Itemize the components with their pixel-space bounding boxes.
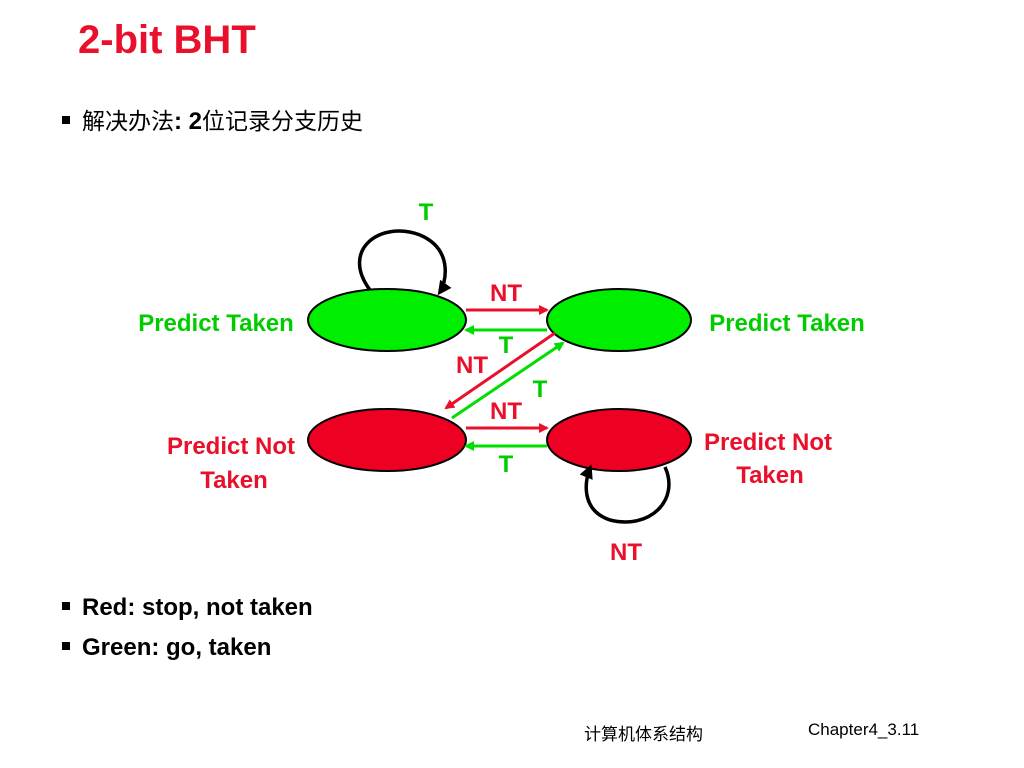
label-bottom-nt: NT [490, 398, 522, 425]
bullet-solution-text-a: 解决办法 [82, 109, 174, 135]
bullet-square-icon [62, 115, 70, 124]
state-weak-not-taken [307, 408, 467, 472]
label-diag-nt: NT [456, 352, 488, 379]
bullet-solution-text-b: 位记录分支历史 [202, 109, 364, 135]
label-bottom-t: T [499, 451, 514, 478]
label-diag-t: T [533, 376, 548, 403]
state-label-strong-not-taken-line2: Taken [736, 462, 804, 489]
bullet-square-icon [62, 641, 70, 650]
bullet-green-meaning: Green: go, taken [62, 634, 271, 662]
footer-slide-number: Chapter4_3.11 [808, 720, 920, 739]
bullet-square-icon [62, 601, 70, 610]
state-strong-not-taken [546, 408, 692, 472]
bullet-green-text: Green: go, taken [82, 634, 272, 661]
bullet-red-meaning: Red: stop, not taken [62, 594, 313, 622]
state-label-strong-not-taken-line1: Predict Not [704, 429, 832, 456]
label-bottom-loop: NT [610, 539, 642, 566]
state-weak-taken [546, 288, 692, 352]
footer-course: 计算机体系结构 [584, 725, 703, 744]
state-label-weak-not-taken-line2: Taken [200, 467, 268, 494]
state-label-strong-taken: Predict Taken [138, 310, 294, 337]
state-label-weak-not-taken-line1: Predict Not [167, 433, 295, 460]
bullet-solution: 解决办法: 2位记录分支历史 [62, 102, 363, 136]
loop-arrow-bottom [579, 464, 671, 524]
label-top-loop: T [419, 199, 434, 226]
state-strong-taken [307, 288, 467, 352]
label-top-nt: NT [490, 280, 522, 307]
slide-title: 2-bit BHT [78, 18, 256, 62]
bullet-red-text: Red: stop, not taken [82, 594, 313, 621]
arrow-diag-nt [444, 331, 556, 410]
arrow-diag-t [451, 341, 565, 420]
bullet-solution-bits: : 2 [174, 108, 203, 135]
loop-arrow-top [357, 229, 452, 296]
label-top-t: T [499, 332, 514, 359]
state-label-weak-taken: Predict Taken [709, 310, 865, 337]
